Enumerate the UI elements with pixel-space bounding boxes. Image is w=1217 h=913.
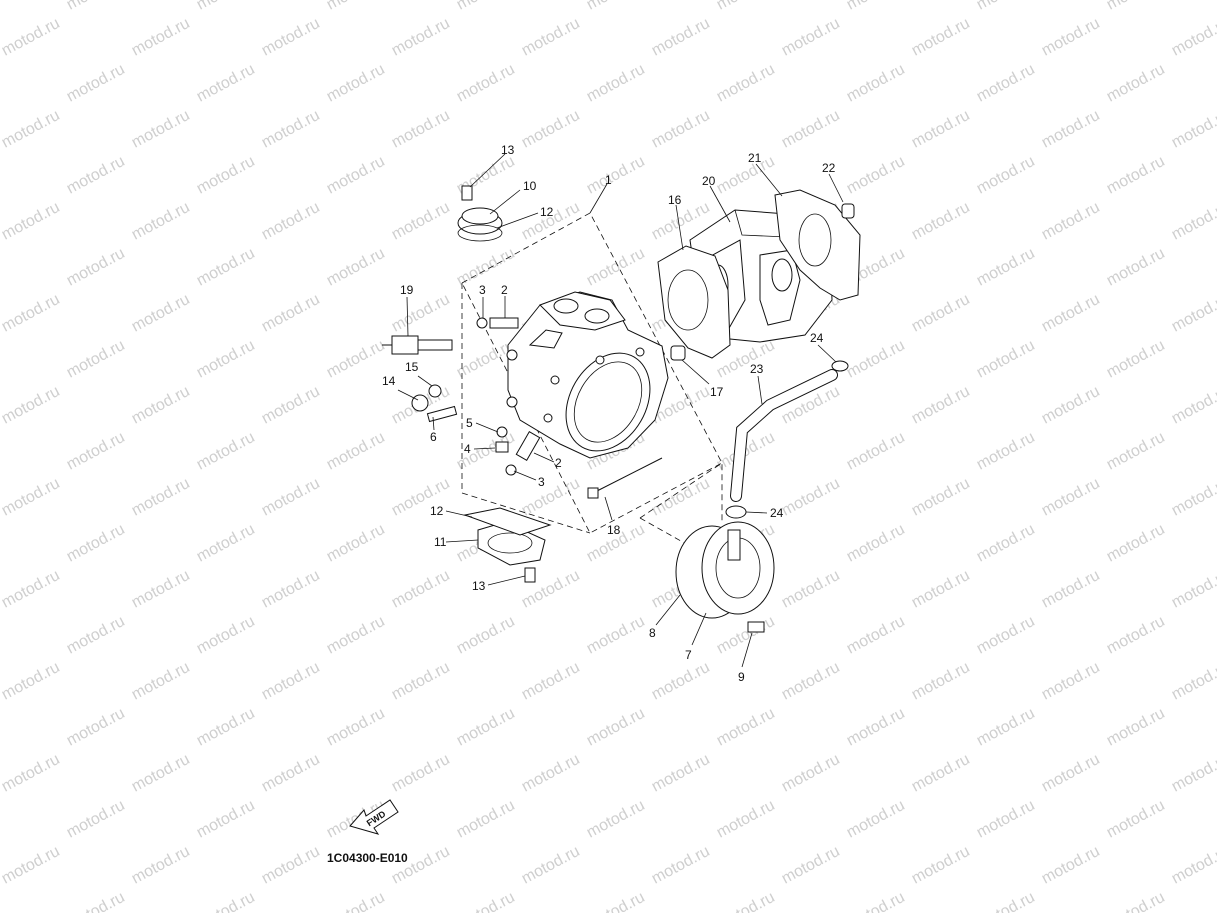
callout-11: 11 [434, 535, 447, 549]
washer-15 [428, 384, 442, 398]
fitting-2-bottom [515, 431, 541, 461]
callout-14: 14 [382, 374, 396, 388]
bolt-13-top [461, 185, 473, 201]
assembly-outline-lower [461, 283, 591, 534]
assembly-outline-upper [461, 212, 723, 534]
callout-3-top: 3 [479, 283, 486, 297]
bolt-4 [495, 441, 509, 453]
callout-12-bottom: 12 [430, 504, 444, 518]
callout-13-top: 13 [501, 143, 515, 157]
callout-9: 9 [738, 670, 745, 684]
clamp-24-bottom [725, 505, 747, 519]
oring-5 [496, 426, 508, 438]
callout-12-top: 12 [540, 205, 554, 219]
callout-3-bottom: 3 [538, 475, 545, 489]
callout-15: 15 [405, 360, 419, 374]
callout-5: 5 [466, 416, 473, 430]
callout-13-bottom: 13 [472, 579, 486, 593]
cover-10 [457, 207, 503, 242]
callout-24-bottom: 24 [770, 506, 784, 520]
callout-21: 21 [748, 151, 762, 165]
gasket-21 [774, 189, 861, 301]
callout-18: 18 [607, 523, 621, 537]
callout-4: 4 [464, 442, 471, 456]
callout-20: 20 [702, 174, 716, 188]
callout-19: 19 [400, 283, 414, 297]
fwd-arrow: FWD [349, 799, 399, 835]
dowel-pin-17 [670, 345, 686, 361]
callout-6: 6 [430, 430, 437, 444]
assembly-outline-right [639, 462, 723, 523]
dowel-pin-22 [841, 203, 855, 219]
callout-1: 1 [605, 173, 612, 187]
fitting-2-top [489, 317, 519, 329]
bolt-13-bottom [524, 567, 536, 583]
washer-3-bottom [505, 464, 517, 476]
bolt-9 [747, 621, 765, 633]
assembly-outline-pump [639, 517, 721, 564]
leader-lines [397, 153, 844, 668]
callout-2-bottom: 2 [555, 456, 562, 470]
callout-24-top: 24 [810, 331, 824, 345]
diagram-code: 1C04300-E010 [327, 851, 408, 865]
clamp-24-top [831, 360, 849, 372]
callout-2-top: 2 [501, 283, 508, 297]
main-casting [506, 291, 669, 459]
plate-11 [463, 507, 552, 566]
sensor-19 [382, 335, 453, 355]
callout-8: 8 [649, 626, 656, 640]
washer-3-top [476, 317, 488, 329]
callout-22: 22 [822, 161, 836, 175]
nut-14 [411, 394, 429, 412]
pump-housing-8 [675, 521, 775, 619]
callout-16: 16 [668, 193, 682, 207]
callout-7: 7 [685, 648, 692, 662]
callout-17: 17 [710, 385, 724, 399]
callout-labels: 13 10 12 1 16 20 21 22 19 3 2 14 15 17 2… [382, 143, 836, 684]
callout-10: 10 [523, 179, 537, 193]
long-bolt-18 [587, 457, 663, 499]
gasket-16 [657, 245, 731, 359]
stud-6 [426, 405, 458, 423]
callout-23: 23 [750, 362, 764, 376]
